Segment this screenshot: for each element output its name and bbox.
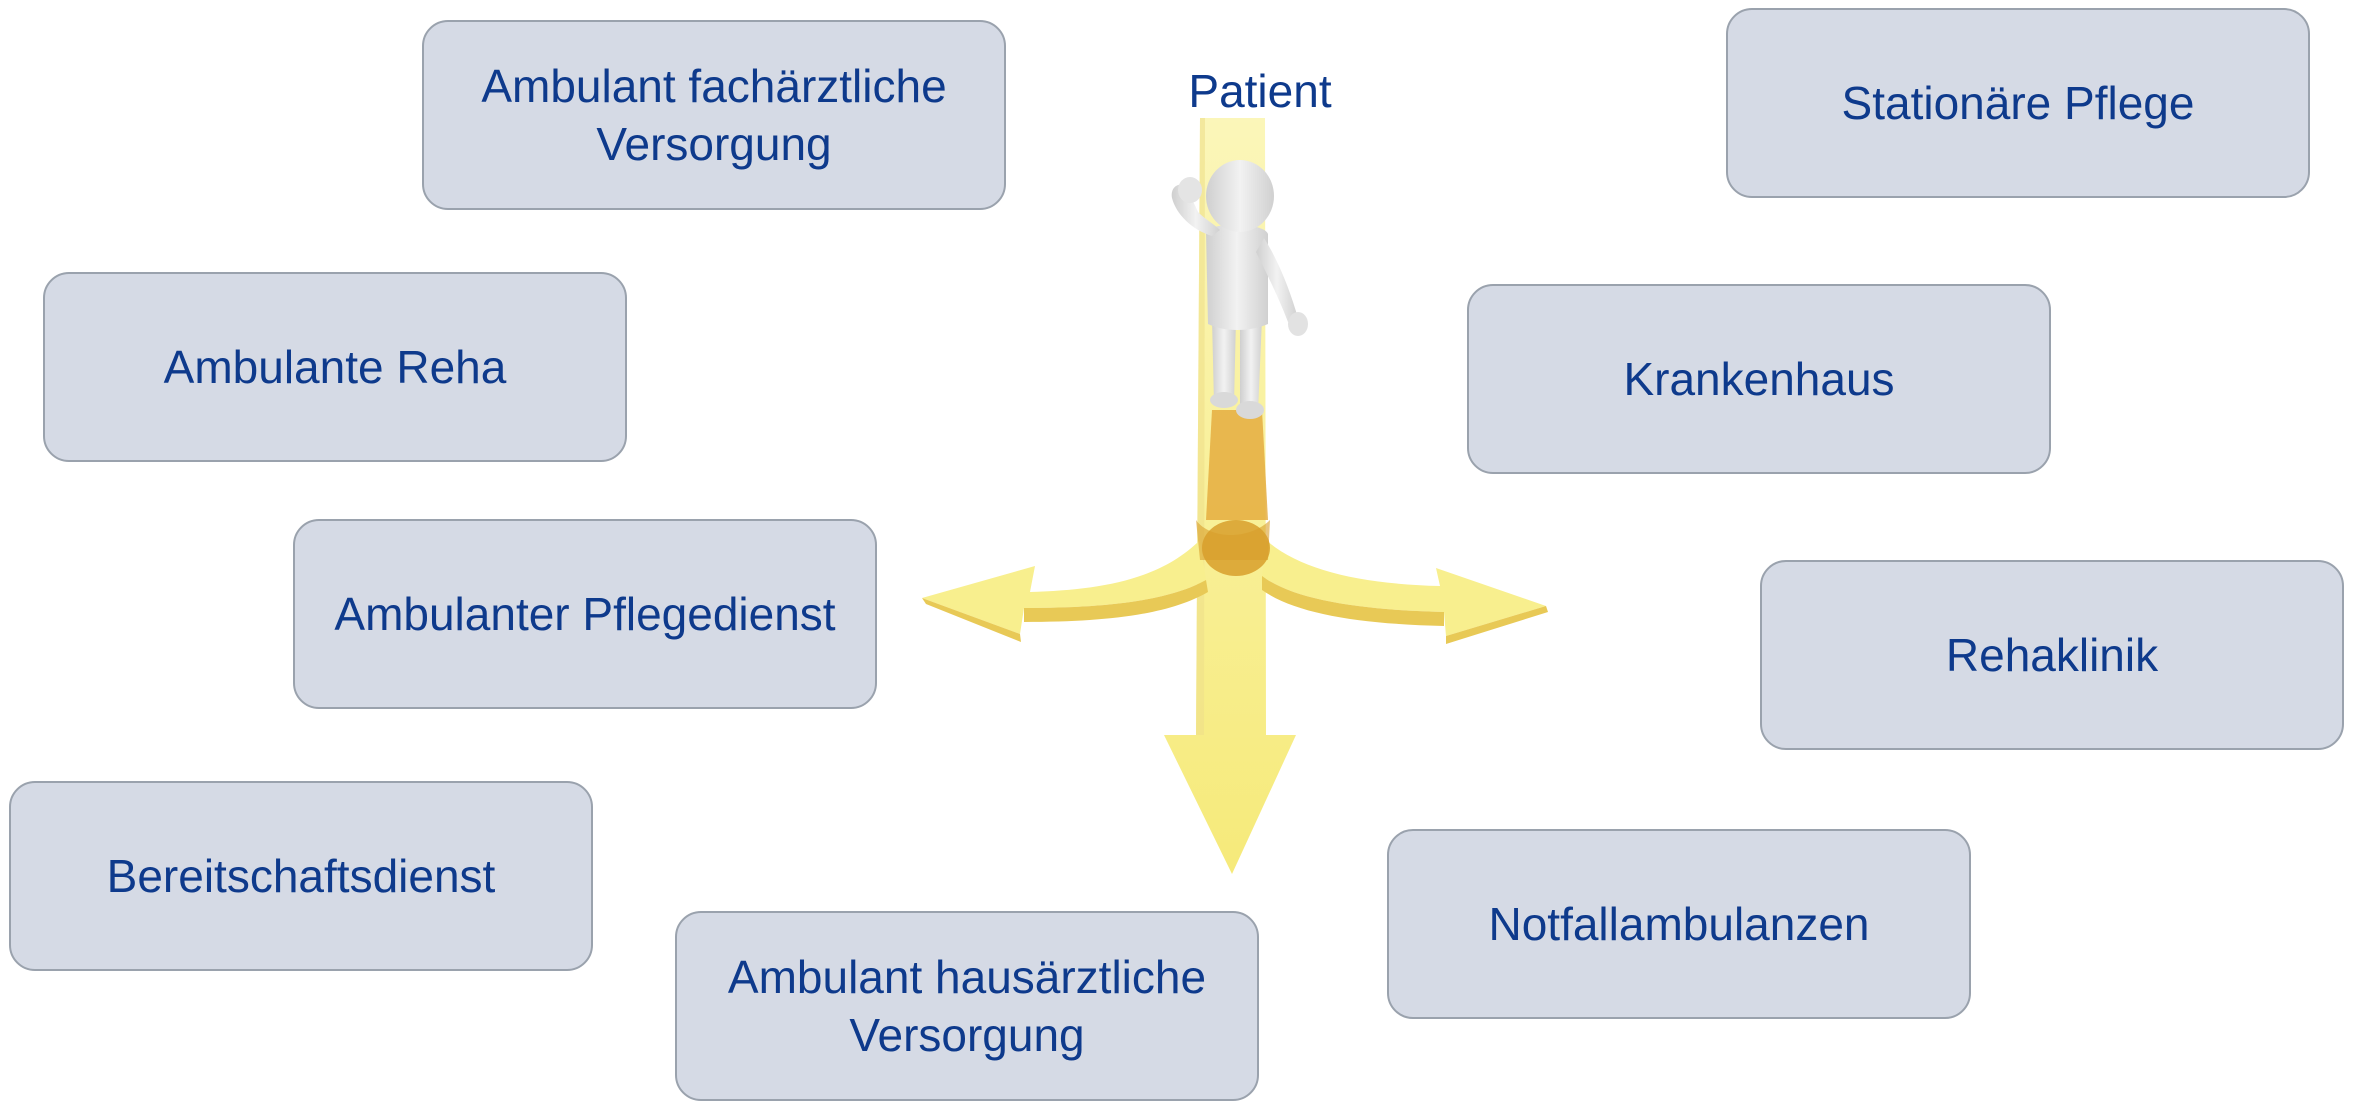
box-label: Stationäre Pflege [1842,74,2195,132]
right-arrow [1262,540,1548,644]
box-rehaklinik: Rehaklinik [1760,560,2344,750]
box-bereitschaftsdienst: Bereitschaftsdienst [9,781,593,971]
box-ambulanter-pflegedienst: Ambulanter Pflegedienst [293,519,877,709]
box-ambulante-reha: Ambulante Reha [43,272,627,462]
box-label: Ambulant hausärztliche Versorgung [697,948,1237,1064]
box-notfallambulanzen: Notfallambulanzen [1387,829,1971,1019]
box-label: Bereitschaftsdienst [107,847,496,905]
box-stationaere-pflege: Stationäre Pflege [1726,8,2310,198]
patient-label: Patient [1160,62,1360,120]
box-label: Rehaklinik [1946,626,2158,684]
box-label: Ambulant fachärztliche Versorgung [444,57,984,173]
box-krankenhaus: Krankenhaus [1467,284,2051,474]
box-ambulant-fachaerztliche-versorgung: Ambulant fachärztliche Versorgung [422,20,1006,210]
box-label: Ambulante Reha [164,338,507,396]
box-label: Krankenhaus [1623,350,1894,408]
box-label: Ambulanter Pflegedienst [334,585,835,643]
box-label: Notfallambulanzen [1488,895,1869,953]
box-ambulant-hausaerztliche-versorgung: Ambulant hausärztliche Versorgung [675,911,1259,1101]
left-arrow [922,540,1208,642]
